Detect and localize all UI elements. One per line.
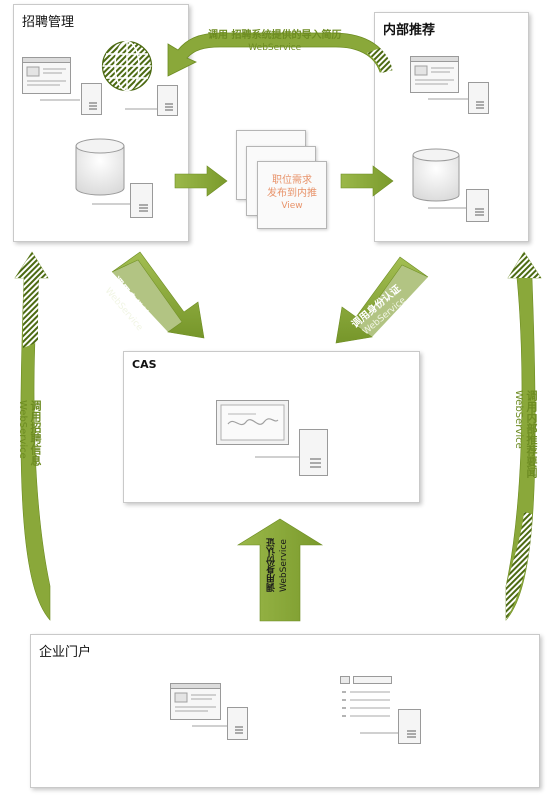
browser-window-icon bbox=[410, 56, 459, 93]
connector-line bbox=[125, 108, 159, 110]
connector-line bbox=[192, 725, 232, 727]
connector-line bbox=[92, 203, 132, 205]
portal-box: 企业门户 bbox=[30, 634, 540, 788]
connector-line bbox=[40, 99, 80, 101]
internal-referral-box: 内部推荐 bbox=[374, 12, 529, 242]
bottom-up-label-line2: WebService bbox=[279, 539, 289, 592]
top-curve-label-line2: WebService bbox=[248, 43, 302, 53]
server-icon bbox=[468, 82, 489, 114]
server-icon bbox=[299, 429, 328, 476]
server-icon bbox=[398, 709, 421, 744]
portal-title: 企业门户 bbox=[39, 645, 92, 660]
arrow-down-left-icon bbox=[335, 256, 429, 344]
left-side-label: 调用招聘信息 WebService bbox=[16, 400, 42, 466]
right-side-label: 调用内部推荐要闻 WebService bbox=[512, 390, 538, 478]
recruitment-title: 招聘管理 bbox=[22, 15, 75, 30]
database-icon bbox=[412, 148, 460, 202]
server-icon bbox=[81, 83, 102, 115]
curved-arrow-up-icon bbox=[14, 251, 51, 621]
browser-window-icon bbox=[170, 683, 221, 720]
arrow-down-right-icon bbox=[111, 251, 205, 339]
doc-text-line2: 发布到内推 bbox=[267, 188, 317, 199]
doc-text-line1: 职位需求 bbox=[272, 175, 312, 186]
left-side-label-line1: 调用招聘信息 bbox=[29, 400, 42, 466]
bottom-up-label-line1: 调用身份认证 bbox=[267, 538, 277, 592]
right-side-label-line2: WebService bbox=[513, 390, 524, 449]
arrow-up-icon bbox=[236, 518, 324, 622]
list-icon bbox=[340, 676, 392, 717]
recruitment-box: 招聘管理 bbox=[13, 4, 189, 242]
server-icon bbox=[130, 183, 153, 218]
globe-icon bbox=[101, 40, 153, 92]
connector-line bbox=[428, 207, 468, 209]
connector-line bbox=[428, 98, 468, 100]
certificate-icon bbox=[216, 400, 289, 445]
connector-line bbox=[360, 732, 400, 734]
arrow-right-icon bbox=[340, 165, 394, 197]
curved-arrow-up-icon bbox=[505, 251, 542, 621]
top-curve-label-line1: 调用 招聘系统提供的导入简历 bbox=[208, 30, 342, 41]
arrow-right-icon bbox=[174, 165, 228, 197]
bottom-up-label: 调用身份认证 WebService bbox=[266, 538, 290, 592]
right-side-label-line1: 调用内部推荐要闻 bbox=[525, 390, 538, 478]
document-stack-icon: 职位需求 发布到内推 View bbox=[236, 130, 332, 230]
internal-referral-title: 内部推荐 bbox=[383, 23, 436, 38]
curved-arrow-icon bbox=[167, 32, 393, 77]
server-icon bbox=[157, 85, 178, 116]
doc-text-line3: View bbox=[281, 201, 303, 211]
connector-line bbox=[255, 456, 299, 458]
database-icon bbox=[75, 138, 125, 196]
server-icon bbox=[227, 707, 248, 740]
server-icon bbox=[466, 189, 489, 222]
cas-title: CAS bbox=[132, 358, 157, 371]
left-side-label-line2: WebService bbox=[17, 400, 28, 459]
top-curve-label: 调用 招聘系统提供的导入简历 WebService bbox=[208, 30, 341, 54]
browser-window-icon bbox=[22, 57, 71, 94]
